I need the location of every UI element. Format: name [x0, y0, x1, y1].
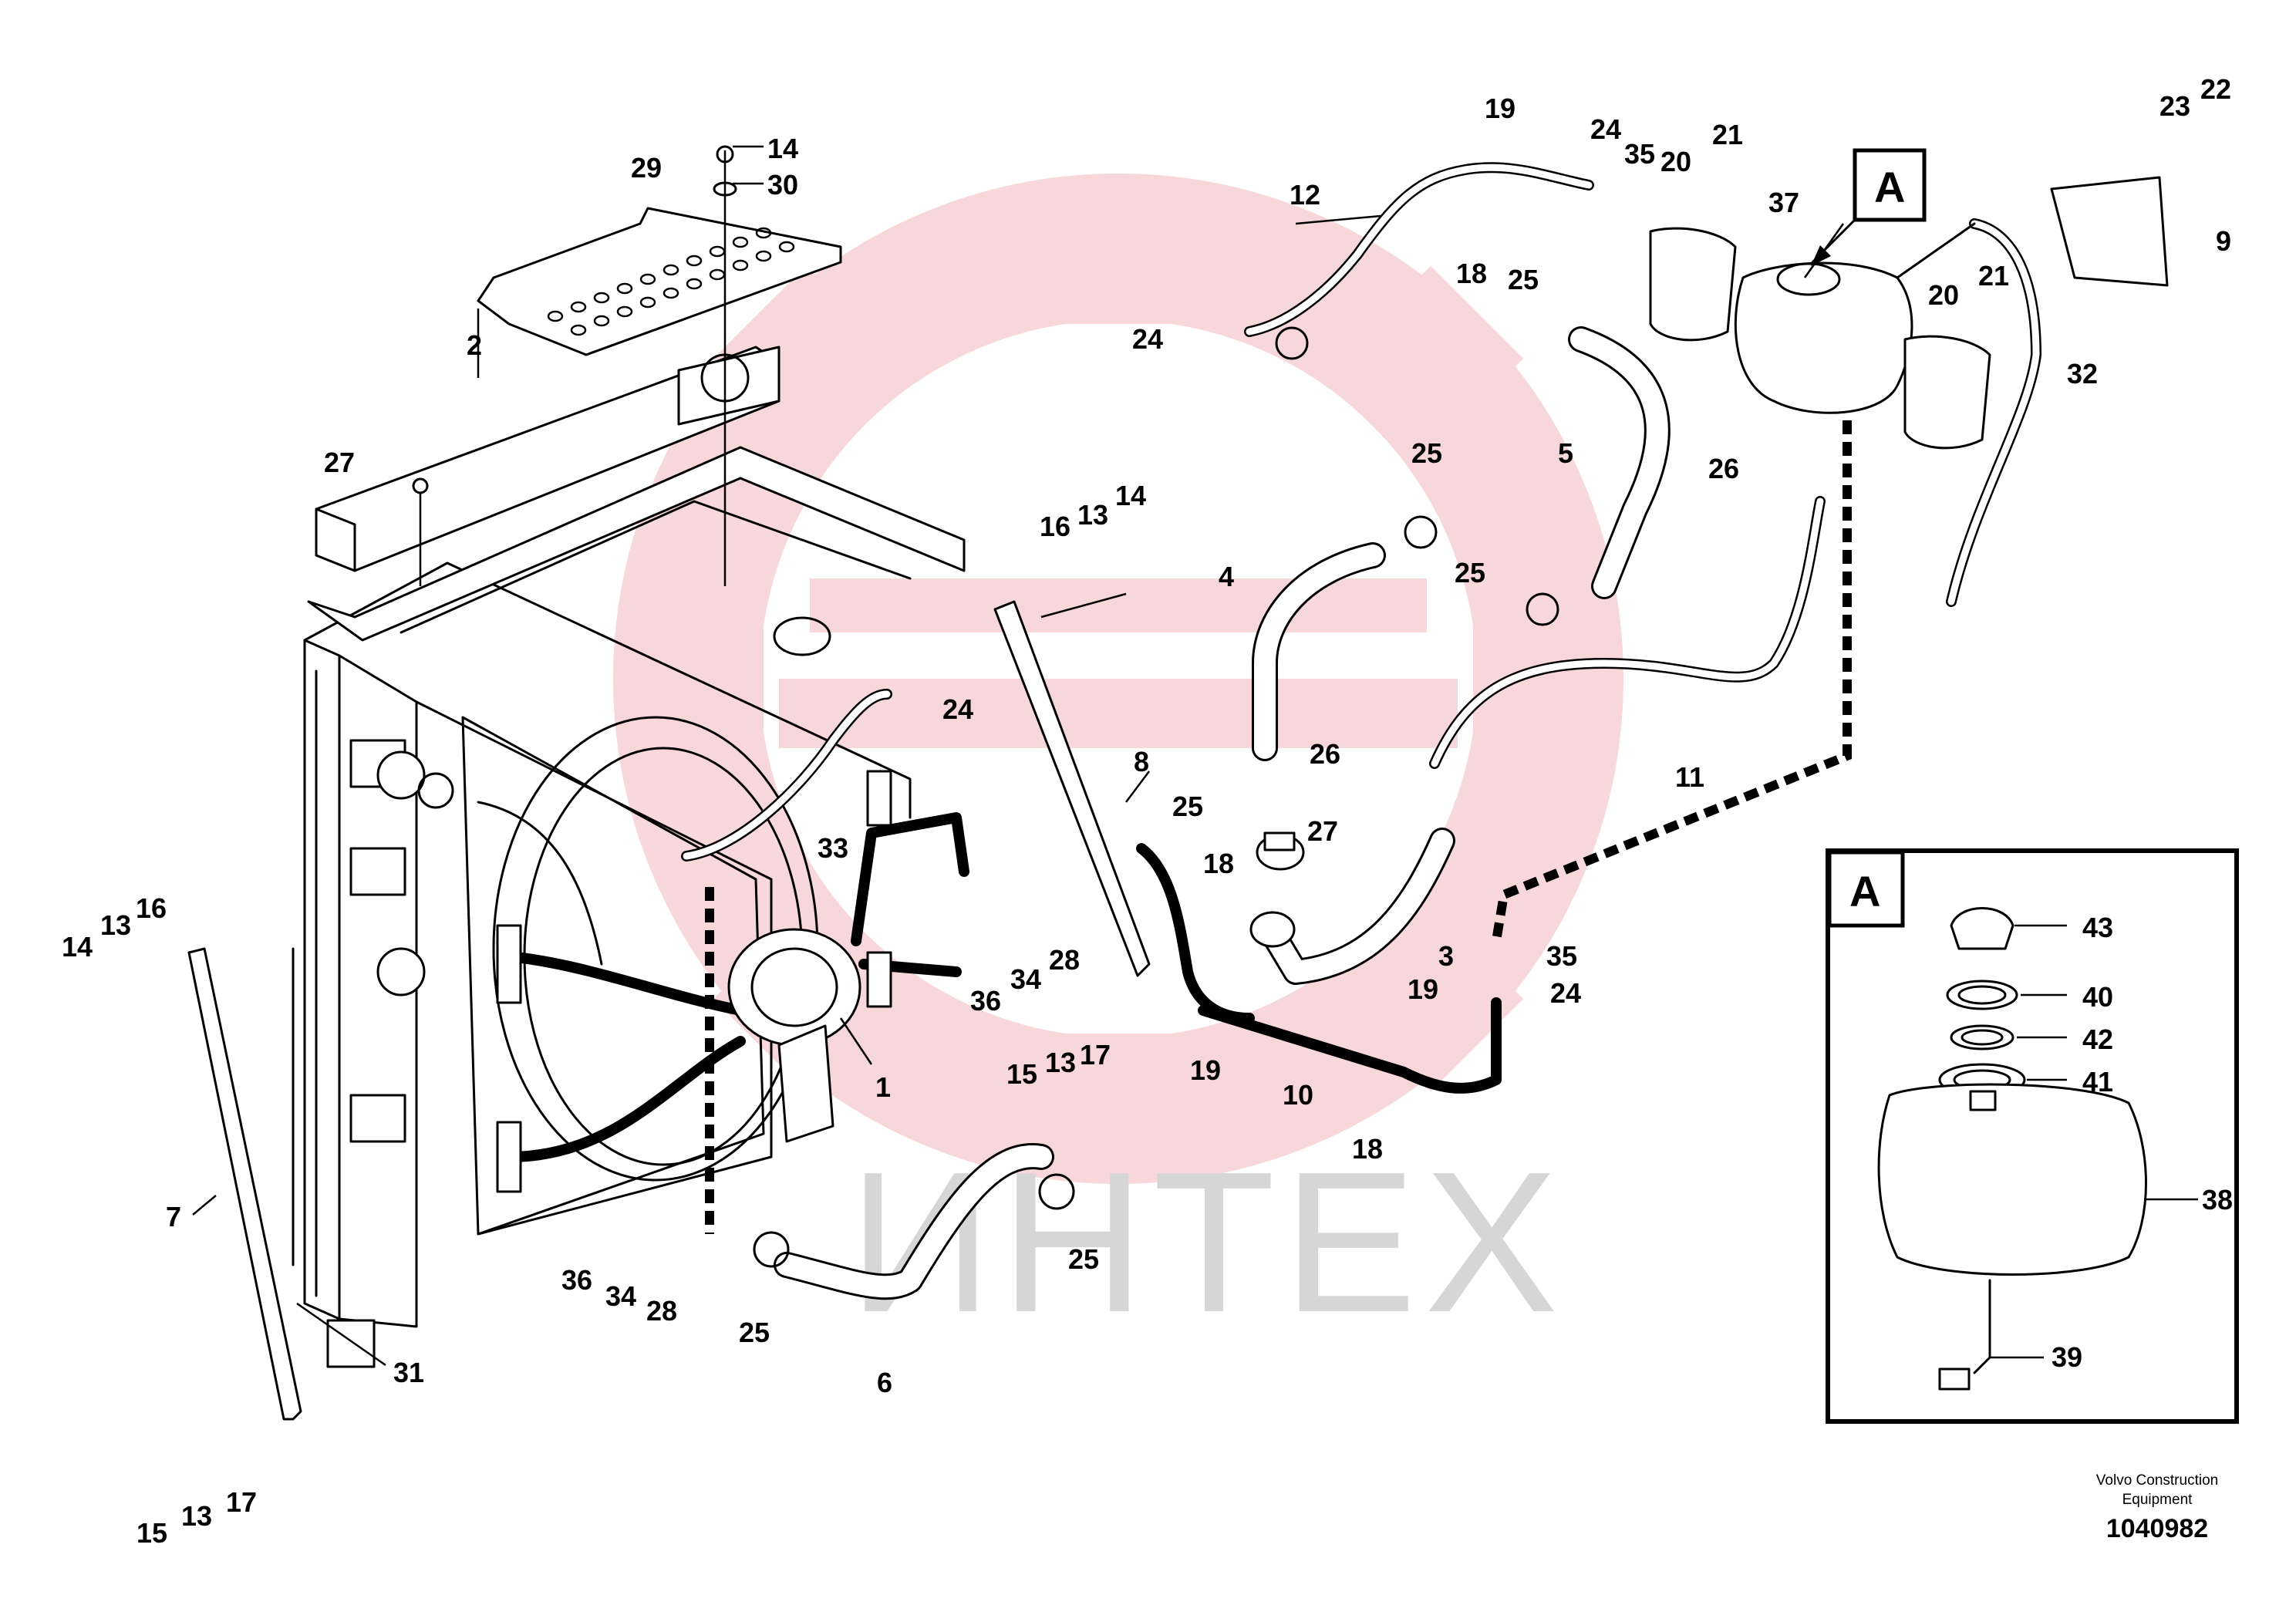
callout-1: 1	[875, 1071, 891, 1103]
expansion-tank	[1649, 176, 2169, 450]
callout-19-low: 19	[1408, 973, 1438, 1005]
callout-32: 32	[2067, 358, 2098, 389]
callout-25-e: 25	[1068, 1243, 1099, 1275]
callout-25-f: 25	[739, 1317, 770, 1348]
callout-36-b: 36	[561, 1264, 592, 1296]
callout-19-mid: 19	[1190, 1054, 1221, 1086]
detail-a-marker: A	[1811, 148, 1927, 266]
leader-lines	[192, 145, 2198, 1367]
callout-28-b: 28	[646, 1295, 677, 1327]
callout-34-a: 34	[1010, 963, 1041, 995]
callout-24-top: 24	[1590, 113, 1621, 145]
callout-4: 4	[1219, 561, 1234, 592]
callout-13-mid: 13	[1077, 499, 1108, 531]
detail-a-panel: A	[1826, 848, 2239, 1424]
callout-14-left: 14	[62, 931, 93, 963]
callout-10: 10	[1283, 1079, 1313, 1111]
callout-13-left: 13	[100, 909, 131, 941]
detail-a-marker-label: A	[1874, 163, 1905, 211]
stays	[187, 600, 1151, 1421]
callout-25-b: 25	[1411, 437, 1442, 469]
callout-28-a: 28	[1049, 944, 1080, 976]
callout-9: 9	[2216, 225, 2231, 257]
callout-24-mid: 24	[942, 693, 973, 725]
footer: Volvo Construction Equipment 1040982	[2096, 1472, 2218, 1543]
callout-43: 43	[2082, 912, 2113, 943]
callout-7: 7	[166, 1201, 181, 1233]
callout-36-a: 36	[970, 985, 1001, 1017]
callout-11: 11	[1675, 761, 1704, 793]
callout-25-d: 25	[1172, 791, 1203, 822]
callout-14-top: 14	[767, 133, 798, 164]
callout-19-top: 19	[1485, 93, 1515, 124]
callout-35-mid: 35	[1546, 940, 1577, 972]
callout-39: 39	[2052, 1341, 2082, 1373]
callout-21-right: 21	[1978, 260, 2009, 292]
top-support	[307, 145, 966, 656]
fan-shroud	[496, 770, 969, 1193]
callout-37: 37	[1768, 187, 1799, 218]
callout-6: 6	[877, 1367, 892, 1398]
callout-22: 22	[2200, 73, 2231, 105]
callout-17-a: 17	[1080, 1039, 1111, 1071]
watermark-gear-icon	[613, 174, 1623, 1184]
callout-42: 42	[2082, 1023, 2113, 1055]
callout-33: 33	[818, 832, 848, 864]
callout-3: 3	[1438, 940, 1454, 972]
callouts: 14 30 29 2 27 16 13 14 12 19 24 35 20 21…	[62, 73, 2233, 1549]
callout-18-top: 18	[1456, 258, 1487, 289]
detail-a-tag	[1827, 850, 1905, 928]
callout-26-mid: 26	[1310, 738, 1340, 770]
callout-27-mid: 27	[1307, 815, 1338, 847]
callout-38: 38	[2202, 1184, 2233, 1216]
hoses	[681, 162, 2041, 1300]
callout-35-top: 35	[1624, 138, 1655, 170]
callout-5: 5	[1558, 437, 1573, 469]
callout-27-left: 27	[324, 447, 355, 478]
callout-2: 2	[467, 329, 482, 361]
callout-18-mid: 18	[1203, 848, 1234, 879]
watermark: ИНТЕХ	[613, 174, 1623, 1354]
callout-13-a: 13	[1045, 1047, 1076, 1078]
callout-26-right: 26	[1708, 453, 1739, 484]
callout-12: 12	[1290, 179, 1320, 211]
footer-company-line1: Volvo Construction	[2096, 1472, 2218, 1489]
callout-41: 41	[2082, 1066, 2113, 1098]
callout-40: 40	[2082, 981, 2113, 1013]
callout-23: 23	[2159, 90, 2190, 122]
callout-29: 29	[631, 152, 662, 184]
callout-15-a: 15	[1006, 1058, 1037, 1090]
callout-15-b: 15	[137, 1517, 167, 1549]
callout-30: 30	[767, 169, 798, 201]
callout-31: 31	[393, 1357, 424, 1388]
footer-drawing-number: 1040982	[2106, 1514, 2208, 1543]
callout-16-left: 16	[136, 892, 167, 924]
callout-16-mid: 16	[1040, 511, 1070, 542]
detail-a-tag-label: A	[1849, 867, 1880, 916]
callout-17-b: 17	[226, 1486, 257, 1518]
hardware	[326, 326, 1559, 1368]
callout-21-top: 21	[1712, 119, 1743, 150]
callout-24-low: 24	[1550, 977, 1581, 1009]
callout-24-left: 24	[1132, 323, 1163, 355]
callout-14-mid: 14	[1115, 480, 1146, 511]
callout-13-b: 13	[181, 1500, 212, 1532]
callout-20-top: 20	[1660, 146, 1691, 177]
callout-34-b: 34	[605, 1280, 636, 1312]
watermark-text: ИНТЕХ	[848, 1131, 1566, 1354]
callout-20-right: 20	[1928, 279, 1959, 311]
callout-25-c: 25	[1455, 557, 1485, 588]
callout-18-low: 18	[1352, 1133, 1383, 1165]
callout-25-a: 25	[1508, 264, 1539, 295]
callout-8: 8	[1134, 746, 1149, 777]
footer-company-line2: Equipment	[2122, 1492, 2193, 1508]
